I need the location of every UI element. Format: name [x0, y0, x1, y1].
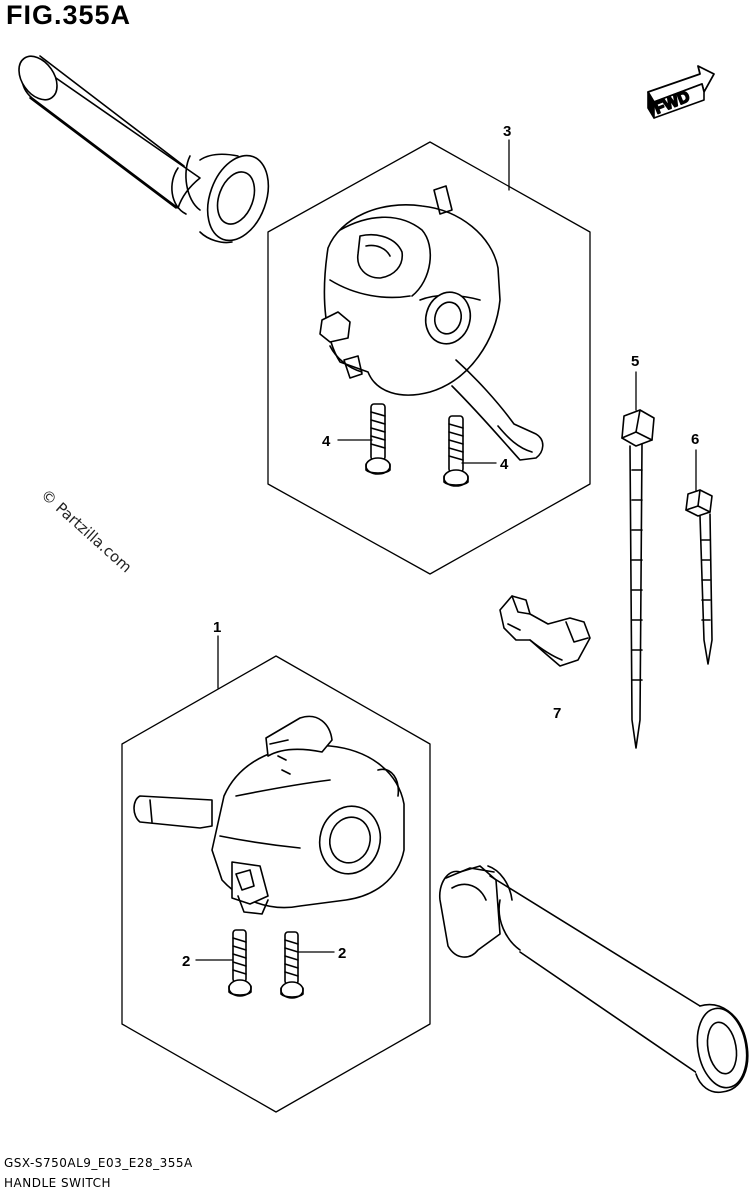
right-grip — [438, 865, 749, 1094]
callout-4a: 4 — [322, 433, 331, 450]
switch-3-outline — [267, 141, 591, 575]
callout-1: 1 — [213, 619, 221, 636]
switch-assembly-3 — [319, 185, 544, 461]
cable-tie-5 — [621, 409, 655, 749]
figure-title: FIG.355A — [6, 0, 132, 30]
switch-1-outline — [121, 655, 431, 1113]
callout-7: 7 — [553, 705, 561, 722]
callout-2b: 2 — [338, 945, 346, 962]
cable-tie-6 — [685, 489, 713, 665]
callout-2a: 2 — [182, 953, 190, 970]
callout-6: 6 — [691, 431, 699, 448]
footer-name: HANDLE SWITCH — [4, 1176, 112, 1190]
screw-2b — [280, 931, 304, 999]
footer-code: GSX-S750AL9_E03_E28_355A — [4, 1156, 193, 1170]
screw-4a — [365, 403, 391, 475]
fwd-arrow-icon: FWD — [647, 65, 715, 119]
callout-3: 3 — [503, 123, 511, 140]
callout-5: 5 — [631, 353, 639, 370]
switch-assembly-1 — [133, 715, 405, 915]
screw-2a — [228, 929, 252, 997]
left-grip — [18, 55, 270, 244]
clamp-7 — [499, 595, 591, 667]
screw-4b — [443, 415, 469, 487]
watermark-text: © Partzilla.com — [37, 486, 135, 577]
callout-4b: 4 — [500, 456, 509, 473]
